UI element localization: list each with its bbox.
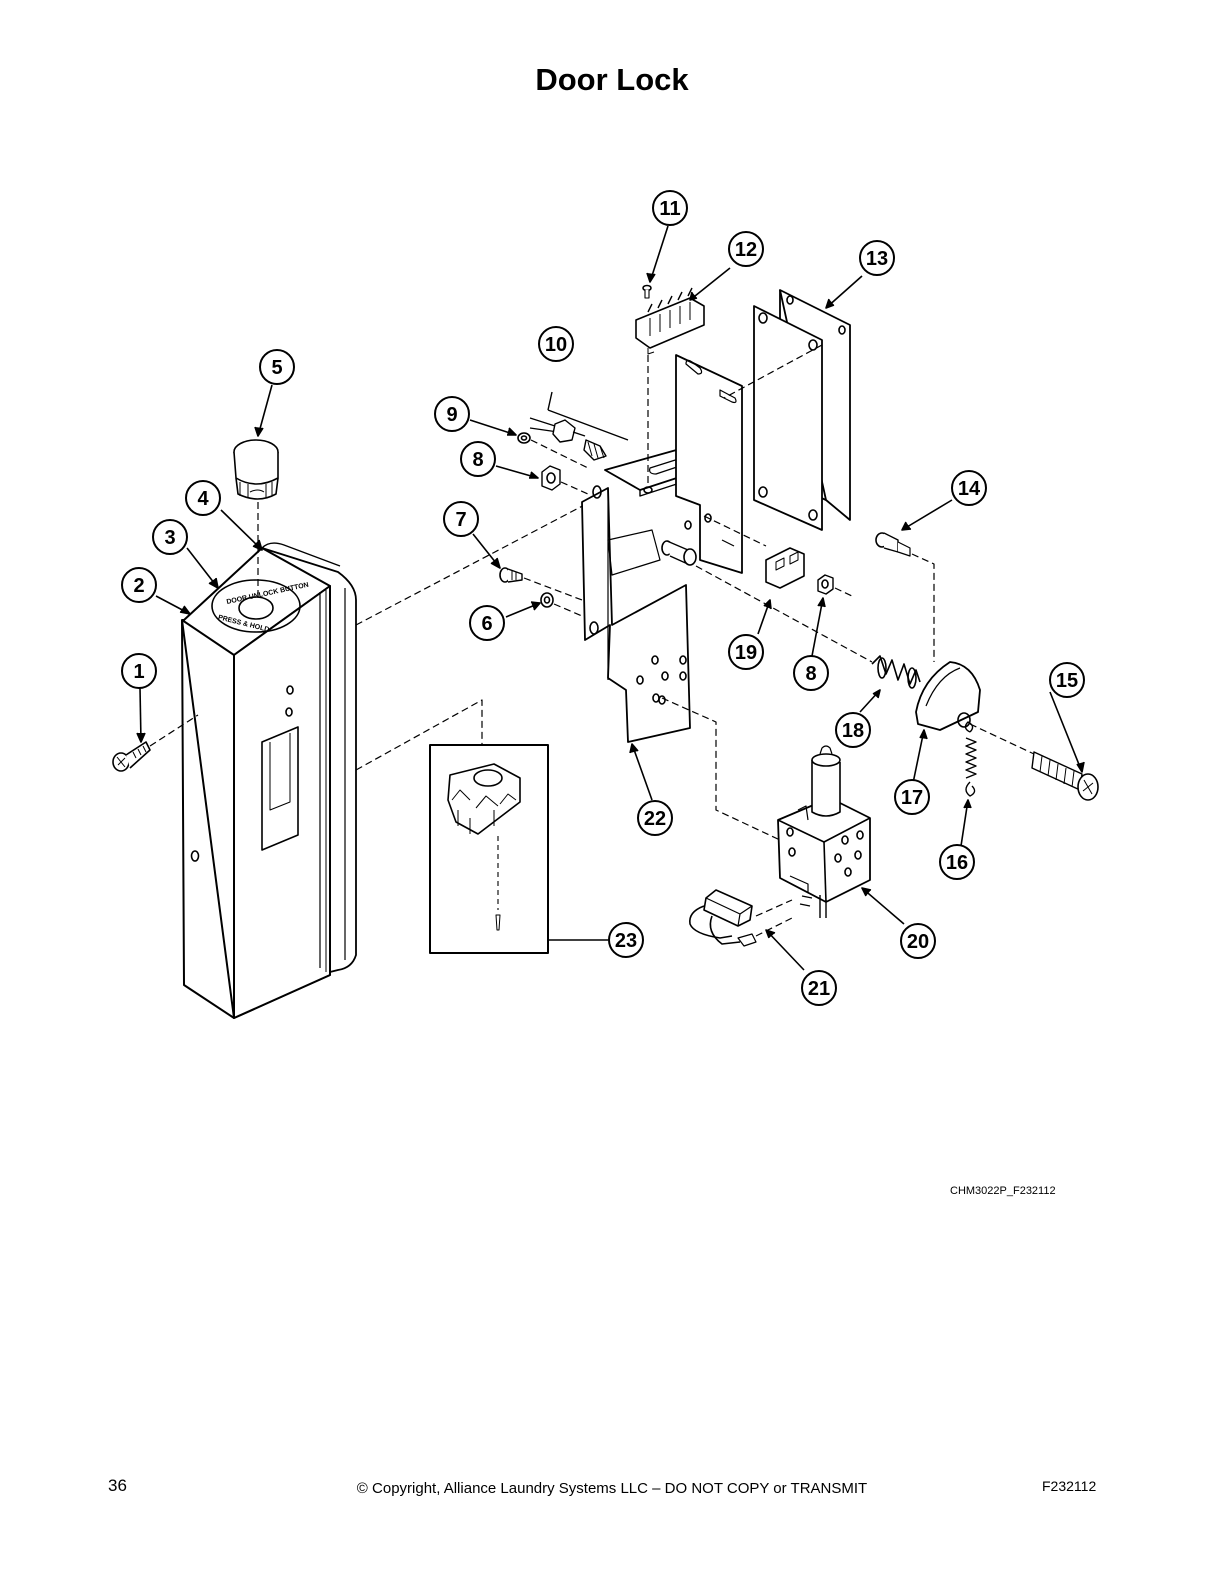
callout-label: 5 [271, 357, 282, 379]
solenoid-alignment-line [661, 697, 781, 841]
callout-13 [859, 240, 895, 276]
callout-18 [835, 712, 871, 748]
callout-8-lower [793, 655, 829, 691]
callout-22 [637, 800, 673, 836]
callout-14 [951, 470, 987, 506]
copyright-notice: © Copyright, Alliance Laundry Systems LL… [356, 1480, 868, 1497]
bolt-part-15 [1031, 751, 1099, 801]
clip-part-19 [765, 547, 805, 589]
nut-part-9 [517, 432, 531, 444]
callout-leaders [136, 225, 1085, 971]
callout-label: 12 [735, 239, 757, 261]
callout-19 [728, 634, 764, 670]
callout-label: 11 [659, 198, 680, 220]
plate-alignment-line [723, 344, 823, 399]
callout-20 [900, 923, 936, 959]
callout-17 [894, 779, 930, 815]
rectifier-part-21 [688, 889, 757, 947]
rectifier-alignment-line [755, 917, 793, 937]
callout-bubbles [121, 190, 1085, 1006]
rectifier-alignment-line-2 [755, 899, 793, 917]
solenoid-part-20 [777, 745, 871, 918]
shoulder-screw-part-14 [875, 532, 911, 557]
callout-label: 8 [472, 449, 483, 471]
callout-label: 18 [842, 720, 864, 742]
callout-3 [152, 519, 188, 555]
sensor-part-10 [529, 391, 629, 461]
callout-label: 14 [958, 478, 981, 500]
callout-label: 8 [805, 663, 816, 685]
bolt-alignment-line [969, 723, 1035, 755]
screw-part-1 [112, 741, 151, 772]
callout-5 [259, 349, 295, 385]
document-id: F232112 [1042, 1478, 1097, 1494]
callout-label: 3 [164, 527, 175, 549]
housing-bracket-line-upper [355, 501, 591, 626]
unlock-button-part [233, 439, 279, 500]
callout-16 [939, 844, 975, 880]
page-number: 36 [108, 1476, 127, 1495]
callout-label: 13 [866, 248, 888, 270]
callout-15 [1049, 662, 1085, 698]
nut-part-8-lower [817, 574, 834, 595]
callout-label: 22 [644, 808, 666, 830]
cover-plates-part-13 [753, 289, 851, 531]
callout-label: 16 [946, 852, 968, 874]
torsion-spring-part-18 [871, 655, 921, 689]
screw-part-7 [499, 567, 523, 583]
washer-alignment-line [553, 603, 583, 617]
callout-9 [434, 396, 470, 432]
callout-label: 20 [907, 931, 929, 953]
clip-alignment-line [703, 515, 767, 547]
callout-7 [443, 501, 479, 537]
screw-alignment-line [149, 714, 199, 747]
page-title: Door Lock [535, 62, 689, 97]
callout-2 [121, 567, 157, 603]
drawing-id: CHM3022P_F232112 [950, 1185, 1056, 1197]
callout-8 [460, 441, 496, 477]
callout-4 [185, 480, 221, 516]
callout-label: 1 [133, 661, 144, 683]
callout-label: 4 [197, 488, 209, 510]
callout-21 [801, 970, 837, 1006]
callout-1 [121, 653, 157, 689]
lock-housing [181, 542, 357, 1019]
screw-part-11 [642, 284, 652, 299]
screw14-alignment-line [911, 553, 935, 662]
callout-label: 23 [615, 930, 637, 952]
post-spring-alignment-line [695, 565, 873, 663]
switch-inset-box [429, 744, 549, 954]
callout-label: 15 [1056, 670, 1078, 692]
nut8-alignment-line [560, 481, 589, 495]
callout-10 [538, 326, 574, 362]
callout-label: 6 [481, 613, 492, 635]
callout-numbers: 1 2 3 4 5 6 7 8 9 10 11 12 13 14 15 16 1… [133, 198, 1078, 1000]
callout-11 [652, 190, 688, 226]
washer-part-6 [540, 592, 554, 608]
callout-label: 21 [808, 978, 830, 1000]
nut8-lower-alignment-line [834, 587, 853, 597]
mounting-bracket-part-22 [581, 354, 743, 743]
callout-label: 10 [545, 334, 567, 356]
callout-label: 9 [446, 404, 457, 426]
cam-part-17 [915, 661, 981, 731]
callout-12 [728, 231, 764, 267]
extension-spring-part-16 [964, 721, 977, 797]
callout-label: 7 [455, 509, 466, 531]
nut-part-8-upper [541, 465, 561, 491]
callout-label: 19 [735, 642, 757, 664]
callout-6 [469, 605, 505, 641]
callout-label: 17 [901, 787, 923, 809]
callout-23 [608, 922, 644, 958]
callout-label: 2 [133, 575, 144, 597]
nut9-alignment-line [530, 439, 589, 469]
